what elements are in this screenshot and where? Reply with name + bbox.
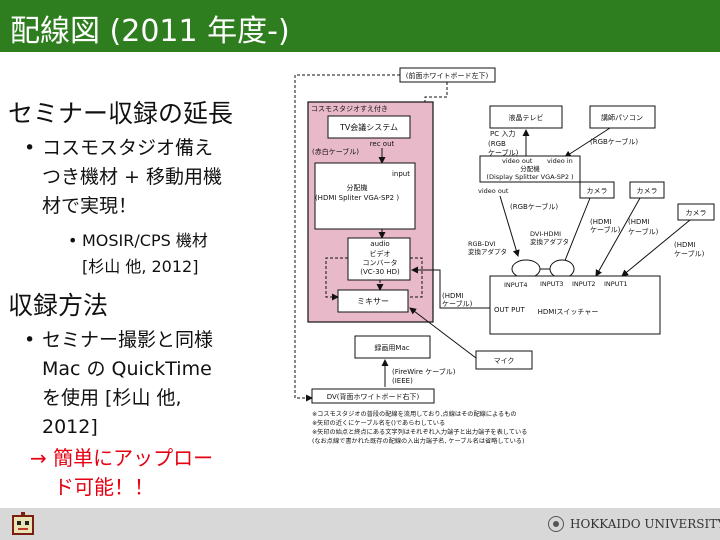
mic-box [475, 350, 533, 370]
bullet-level2-equipment: • コスモスタジオ備え つき機材 + 移動用機 材で実現！ [24, 134, 292, 221]
video-out-left-label: video out [478, 187, 509, 195]
hdmi-cable-label-2a: (HDMI [628, 218, 650, 226]
studio-label: コスモスタジオすえ付き [311, 104, 388, 113]
rgb-cable-label-4: (RGBケーブル) [510, 202, 558, 211]
hdmi-cable-label-3b: ケーブル) [674, 249, 705, 258]
switcher-to-converter-line [411, 266, 490, 309]
adapter-dvi-hdmi [549, 259, 575, 279]
rgb-dvi-label: RGB-DVI [468, 240, 496, 248]
hdmi-cable-left-label-1: (HDMI [442, 292, 464, 300]
firewire-cable-label: (FireWire ケーブル) [392, 367, 456, 376]
bullet-dot-icon: • [24, 329, 36, 351]
wiring-diagram: (前面ホワイトボード左下) コスモスタジオすえ付き TV会議システム rec o… [294, 67, 715, 445]
lcd-tv-label: 液晶テレビ [509, 113, 544, 122]
front-whiteboard-label: (前面ホワイトボード左下) [406, 71, 489, 80]
camera-label-1: カメラ [587, 187, 608, 195]
rgb-cable-label-2: ケーブル) [488, 148, 519, 157]
camera1-to-input-line [560, 197, 591, 269]
camera-box-2 [629, 181, 665, 199]
robot-logo-icon [12, 512, 34, 535]
conv-adapter-label-1: 変換アダプタ [468, 247, 507, 256]
hdmi-cable-label-1b: ケーブル) [590, 225, 621, 234]
hdmi-switcher-box [489, 275, 661, 335]
arrow-upload-note: → 簡単にアップロー ド可能！！ [30, 446, 214, 499]
hdmi-cable-label-1a: (HDMI [590, 218, 612, 226]
output-label: OUT PUT [494, 306, 525, 314]
slide-title: 配線図 (2011 年度-) [10, 14, 290, 49]
hdmi-switcher-label: HDMIスイッチャー [538, 308, 599, 316]
splitter2-box [479, 155, 581, 183]
lecture-pc-box [589, 105, 656, 129]
hdmi-cable-left-label-2: ケーブル) [442, 299, 473, 308]
splitter-box [314, 162, 416, 230]
splitter2-name: 分配機 [520, 164, 540, 173]
bullet-level1-method: • 収録方法 [8, 291, 109, 320]
dashed-line-left [294, 74, 400, 402]
video-converter-box [347, 237, 411, 281]
audio-label: audio [370, 240, 389, 248]
bullet-dot-icon: • [68, 231, 78, 250]
red-white-cable-label: (赤白ケーブル) [312, 147, 359, 156]
bullet-dot-icon: • [24, 137, 36, 159]
camera-box-3 [677, 203, 715, 221]
dashed-line-converter-right [408, 257, 423, 298]
rec-out-label: rec out [370, 140, 395, 148]
tv-conference-box [327, 115, 411, 139]
footer-bar [0, 508, 720, 540]
bullet-level1-extension: • セミナー収録の延長 [8, 99, 234, 128]
recording-mac-label: 録画用Mac [374, 343, 409, 352]
university-emblem-icon [548, 516, 564, 532]
bullet-level2-quicktime: • セミナー撮影と同様 Mac の QuickTime を使用 [杉山 他, 2… [24, 326, 292, 442]
converter-label: コンバータ [363, 258, 398, 267]
video-in-label: video in [547, 157, 573, 165]
hdmi-cable-label-2b: ケーブル) [628, 227, 659, 236]
video-out-top-label: video out [502, 157, 533, 165]
university-logo: HOKKAIDO UNIVERSITY [548, 516, 720, 532]
recording-mac-box [354, 335, 431, 359]
dashed-line-converter-left [325, 257, 348, 301]
note-line-1: ※コスモスタジオの普段の配線を流用しており,点線はその配線によるもの [312, 410, 517, 418]
adapter-rgb-dvi [511, 259, 541, 279]
hdmi-cable-label-3a: (HDMI [674, 241, 696, 249]
mic-to-mixer-line [409, 307, 477, 359]
university-name: HOKKAIDO UNIVERSITY [570, 517, 720, 531]
camera-label-2: カメラ [637, 187, 658, 195]
rgb-cable-label-1: (RGB [488, 140, 506, 148]
dv-box [311, 388, 435, 404]
splitter-name: 分配機 [347, 183, 368, 192]
dv-label: DV(背面ホワイトボード右下) [327, 392, 420, 401]
ieee-label: (IEEE) [392, 377, 413, 385]
note-line-2: ※矢印の近くにケーブル名を()であらわしている [312, 419, 445, 427]
input1-label: INPUT1 [604, 280, 628, 288]
conv-adapter-label-2: 変換アダプタ [530, 237, 569, 246]
lecture-pc-label: 講師パソコン [601, 113, 643, 122]
rgb-cable-label-3: (RGBケーブル) [590, 137, 638, 146]
input2-label: INPUT2 [572, 280, 596, 288]
title-bar: 配線図 (2011 年度-) [0, 0, 720, 52]
mixer-box [337, 289, 409, 313]
camera3-to-input-line [621, 219, 691, 277]
bullet-level3-mosir: • MOSIR/CPS 機材 [杉山 他, 2012] [68, 228, 292, 280]
input3-label: INPUT3 [540, 280, 564, 288]
camera-box-1 [579, 181, 615, 199]
camera2-to-input-line [595, 197, 641, 277]
dashed-line-top [424, 82, 448, 110]
dvi-hdmi-label: DVI-HDMI [530, 230, 561, 238]
note-line-3: ※矢印の始点と終点にある文字列はそれぞれ入力端子と出力端子を表している [312, 428, 527, 436]
tv-system-label: TV会議システム [339, 122, 398, 132]
mixer-label: ミキサー [357, 297, 389, 306]
converter-model: (VC-30 HD) [360, 268, 400, 276]
camera-label-3: カメラ [686, 209, 707, 217]
note-line-4: (なお点線で書かれた既存の配線の入出力端子名, ケーブル名は省略している) [312, 437, 524, 445]
mic-label: マイク [494, 357, 515, 365]
pc-to-splitter2-line [564, 127, 611, 158]
splitter-model: (HDMI Spliter VGA-SP2 ) [315, 194, 399, 202]
input4-label: INPUT4 [504, 281, 528, 289]
splitter2-to-input4-line [499, 195, 520, 257]
pc-input-label: PC 入力 [490, 129, 515, 138]
input-label: input [392, 170, 410, 178]
video-label: ビデオ [370, 249, 391, 258]
splitter2-model: (Display Splitter VGA-SP2 ) [486, 173, 573, 181]
lcd-tv-box [489, 105, 563, 129]
